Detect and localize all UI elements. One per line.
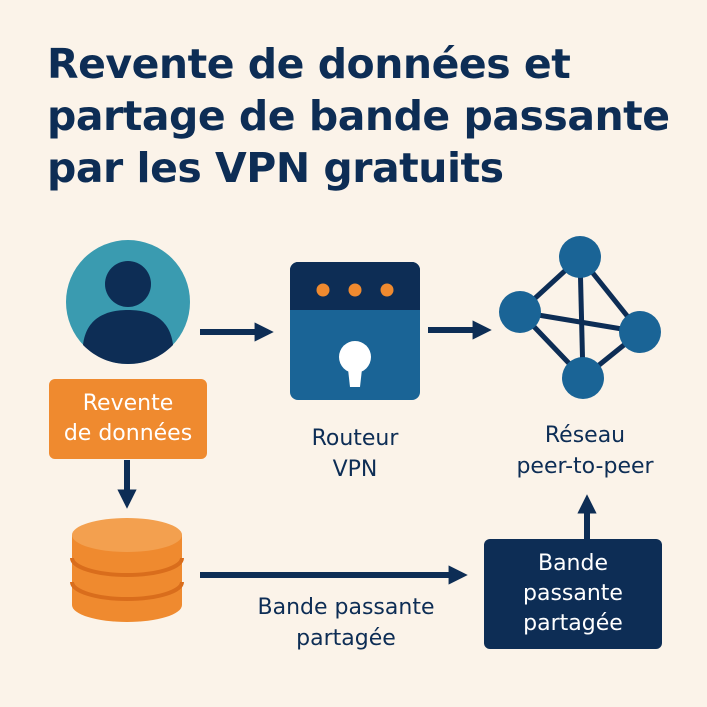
shared-bandwidth-label-line-1: Bande passante <box>257 595 435 620</box>
network-graph-icon <box>499 236 661 399</box>
resale-box-line-1: Revente <box>82 391 174 416</box>
page-title: Revente de données et partage de bande p… <box>47 38 687 194</box>
title-line-1: Revente de données et <box>47 40 571 88</box>
p2p-network-label-line-1: Réseau <box>544 423 626 448</box>
database-icon <box>70 518 184 622</box>
vpn-router-label-line-2: VPN <box>332 457 378 482</box>
title-line-2: partage de bande passante <box>47 92 670 140</box>
vpn-router-label: Routeur VPN <box>285 423 425 485</box>
shared-bandwidth-label-line-2: partagée <box>296 626 396 651</box>
vpn-router-keyhole-icon <box>290 262 420 400</box>
title-line-3: par les VPN gratuits <box>47 144 504 192</box>
shared-bandwidth-box-line-2: passante <box>523 581 623 606</box>
user-icon <box>66 240 190 364</box>
resale-box-line-2: de données <box>63 421 193 446</box>
shared-bandwidth-box-line-1: Bande <box>537 551 609 576</box>
shared-bandwidth-label: Bande passante partagée <box>226 592 466 654</box>
shared-bandwidth-box-line-3: partagée <box>523 611 623 636</box>
shared-bandwidth-box: Bande passante partagée <box>484 539 662 649</box>
vpn-router-label-line-1: Routeur <box>311 426 399 451</box>
p2p-network-label-line-2: peer-to-peer <box>516 454 654 479</box>
p2p-network-label: Réseau peer-to-peer <box>490 420 680 482</box>
resale-box: Revente de données <box>49 379 207 459</box>
